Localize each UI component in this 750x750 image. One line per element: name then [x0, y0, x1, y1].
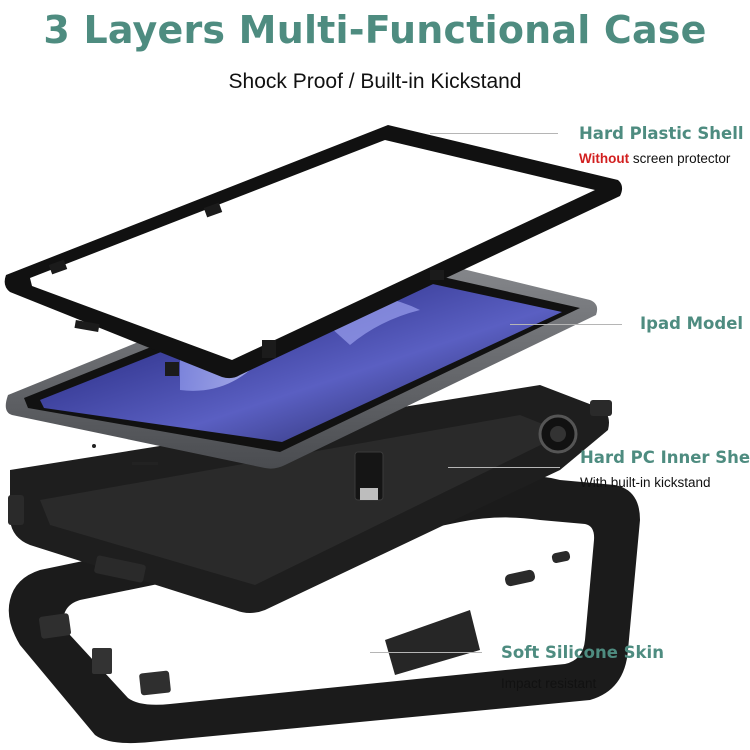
- exploded-case-illustration: [4, 125, 640, 744]
- label-ipad-model: Ipad Model: [640, 314, 744, 333]
- leader-line-ipad-model: [510, 324, 622, 325]
- page-title: 3 Layers Multi-Functional Case: [43, 8, 707, 52]
- label-hard-pc-inner-shell: Hard PC Inner Shell: [580, 448, 750, 467]
- label-soft-silicone-skin: Soft Silicone Skin: [501, 643, 664, 662]
- pc-inner-shell-layer: [8, 385, 612, 613]
- tablet-model-layer: [5, 248, 598, 469]
- plastic-shell-layer: [4, 125, 623, 379]
- leader-line-silicone-skin: [370, 652, 482, 653]
- highlight-without: Without: [579, 151, 630, 166]
- plastic-shell-desc-text: screen protector: [629, 151, 731, 166]
- leader-line-plastic-shell: [430, 133, 558, 134]
- leader-line-pc-inner-shell: [448, 467, 560, 468]
- page-subtitle: Shock Proof / Built-in Kickstand: [228, 70, 522, 93]
- silicone-skin-layer: [8, 475, 640, 744]
- label-hard-plastic-shell: Hard Plastic Shell: [579, 124, 744, 143]
- label-silicone-skin-desc: Impact resistant: [501, 676, 597, 691]
- label-pc-inner-shell-desc: With built-in kickstand: [580, 475, 711, 490]
- label-plastic-shell-desc: Without screen protector: [579, 151, 730, 166]
